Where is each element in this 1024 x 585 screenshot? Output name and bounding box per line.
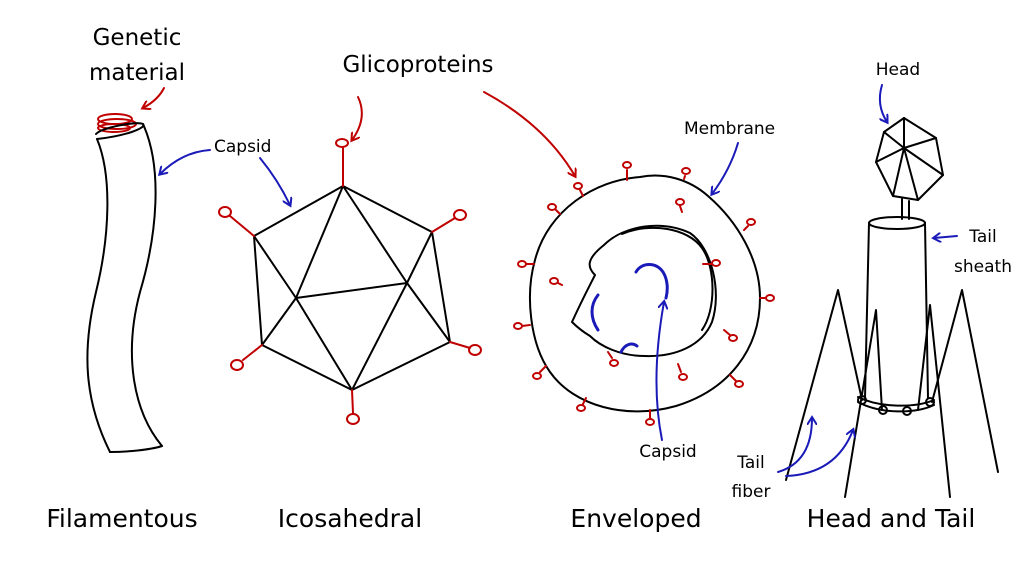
glicoproteins-label: Glicoproteins bbox=[342, 52, 493, 78]
tail-sheath-arrow bbox=[934, 236, 958, 238]
caption-enveloped: Enveloped bbox=[570, 504, 701, 533]
enveloped-inner-capsid bbox=[571, 224, 717, 358]
phage-neck bbox=[901, 198, 910, 220]
filamentous-virus: Genetic material Capsid Filamentous bbox=[46, 25, 271, 533]
capsid-label-enveloped: Capsid bbox=[639, 442, 696, 462]
tail-sheath-label-line2: sheath bbox=[954, 257, 1012, 277]
caption-head-and-tail: Head and Tail bbox=[807, 504, 976, 533]
capsid-arrow-filamentous bbox=[160, 149, 211, 174]
enveloped-glycoproteins bbox=[513, 161, 775, 426]
glicoproteins-arrow-enveloped bbox=[483, 91, 575, 176]
tail-sheath bbox=[864, 216, 929, 399]
icosahedral-capsid bbox=[253, 185, 451, 391]
glicoproteins-arrow-icosahedral bbox=[352, 96, 363, 140]
tail-fibers bbox=[785, 289, 999, 498]
genetic-material-label-line1: Genetic bbox=[93, 25, 182, 51]
genetic-material-arrow bbox=[143, 87, 165, 108]
capsid-arrow-icosahedral bbox=[259, 157, 290, 205]
tail-fiber-arrow-left bbox=[777, 418, 812, 473]
enveloped-genetic-material bbox=[590, 263, 669, 354]
genetic-material-label-line2: material bbox=[89, 60, 185, 86]
tail-fiber-label-line2: fiber bbox=[732, 482, 771, 502]
enveloped-virus: Membrane Capsid Enveloped bbox=[513, 119, 775, 533]
membrane-label: Membrane bbox=[684, 119, 775, 139]
membrane-arrow bbox=[712, 142, 739, 194]
tail-sheath-label-line1: Tail bbox=[968, 227, 996, 247]
icosahedral-glycoproteins bbox=[218, 138, 482, 425]
head-and-tail-virus: Head bbox=[732, 60, 1012, 533]
head-label: Head bbox=[876, 60, 920, 80]
tail-fiber-label-line1: Tail bbox=[736, 453, 764, 473]
baseplate bbox=[857, 395, 935, 416]
envelope-membrane bbox=[529, 174, 761, 413]
capsid-arrow-enveloped bbox=[655, 302, 664, 441]
head-arrow bbox=[878, 84, 887, 122]
caption-icosahedral: Icosahedral bbox=[278, 504, 422, 533]
caption-filamentous: Filamentous bbox=[46, 504, 197, 533]
phage-head bbox=[875, 117, 944, 201]
icosahedral-virus: Icosahedral bbox=[218, 138, 482, 533]
capsid-label-filamentous: Capsid bbox=[214, 137, 271, 157]
tail-fiber-arrow-right bbox=[785, 430, 853, 477]
filamentous-capsid-tube bbox=[86, 122, 163, 453]
